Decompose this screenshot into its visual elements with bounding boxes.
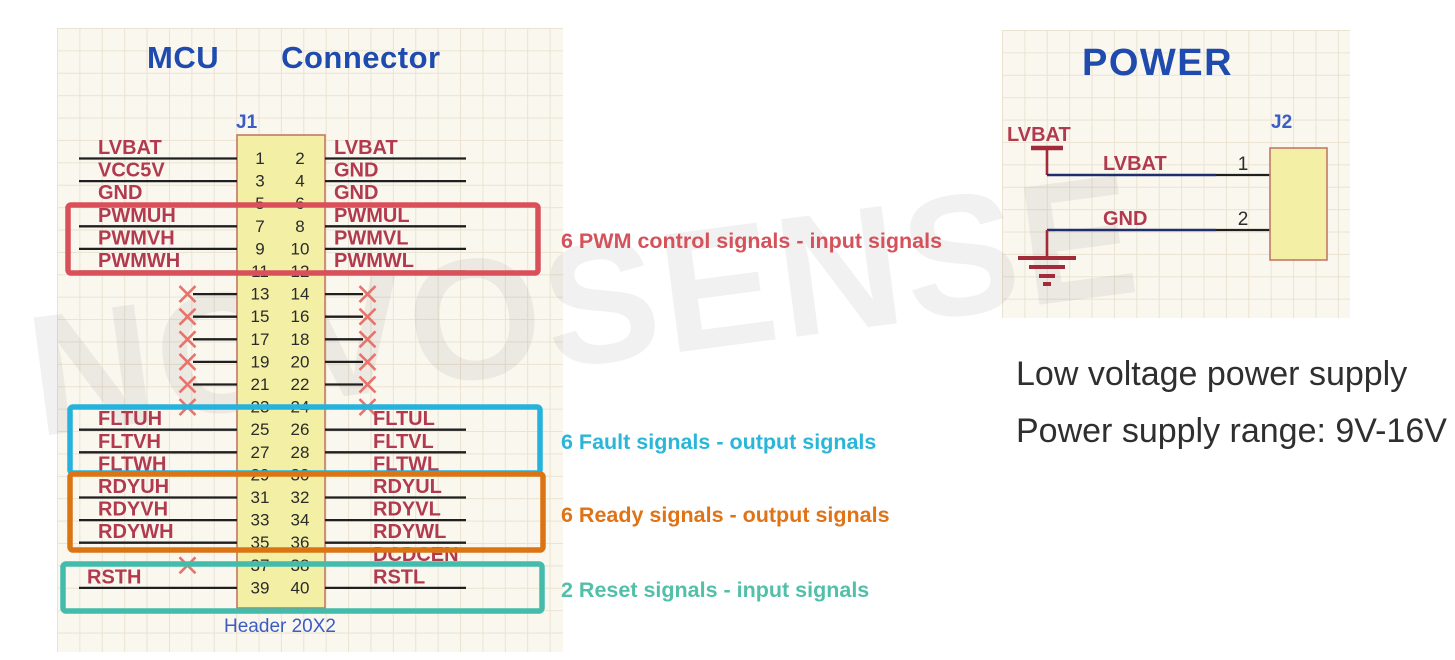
- annotation-ready-signals: 6 Ready signals - output signals: [561, 503, 890, 527]
- annotation-reset-signals: 2 Reset signals - input signals: [561, 578, 870, 602]
- group-box-ready: [67, 471, 546, 553]
- net-label: GND: [334, 182, 378, 204]
- pin-number: 27: [251, 443, 270, 462]
- pin-number: 26: [291, 420, 310, 439]
- nc-x-icon: [178, 330, 197, 349]
- note-low-voltage: Low voltage power supply: [1016, 355, 1408, 393]
- power-title: POWER: [1082, 42, 1234, 84]
- j1-connector-body: [236, 134, 326, 609]
- net-label: VCC5V: [98, 160, 165, 182]
- j1-refdes: J1: [236, 112, 258, 133]
- annotation-pwm-signals: 6 PWM control signals - input signals: [561, 229, 943, 253]
- pin-number: 20: [291, 352, 310, 371]
- net-label: FLTUH: [98, 408, 162, 430]
- pin-number: 34: [291, 511, 310, 530]
- annotation-fault-signals: 6 Fault signals - output signals: [561, 430, 877, 454]
- pin-number: 33: [251, 511, 270, 530]
- net-label: RSTL: [373, 566, 425, 588]
- nc-x-icon: [358, 285, 377, 304]
- pin-number: 22: [291, 375, 310, 394]
- net-label: FLTUL: [373, 408, 435, 430]
- net-label: LVBAT: [98, 137, 162, 159]
- net-label: PWMUH: [98, 205, 176, 227]
- net-label: LVBAT: [334, 137, 398, 159]
- nc-x-icon: [178, 375, 197, 394]
- nc-x-icon: [178, 285, 197, 304]
- net-label: RDYVL: [373, 499, 441, 521]
- net-label: FLTWH: [98, 453, 167, 475]
- mcu-title-word2: Connector: [281, 40, 441, 75]
- pin-number: 10: [291, 239, 310, 258]
- group-box-reset: [60, 561, 545, 614]
- net-label: PWMWH: [98, 250, 180, 272]
- note-supply-range: Power supply range: 9V-16V: [1016, 412, 1447, 450]
- pin-number: 3: [255, 172, 264, 191]
- pin-number: 28: [291, 443, 310, 462]
- mcu-title-word1: MCU: [147, 40, 220, 75]
- pin-number: 2: [295, 149, 304, 168]
- net-label: PWMVL: [334, 227, 408, 249]
- pin-number: 25: [251, 420, 270, 439]
- pin-number: 19: [251, 352, 270, 371]
- nc-x-icon: [358, 352, 377, 371]
- pin-number: 39: [251, 578, 270, 597]
- pin-number: 4: [295, 172, 304, 191]
- j2-connector-body: [1269, 147, 1328, 261]
- net-label: RDYUL: [373, 476, 442, 498]
- pin-number: 14: [291, 285, 310, 304]
- pin-number: 17: [251, 330, 270, 349]
- net-label: FLTVL: [373, 431, 434, 453]
- pin-number: 1: [255, 149, 264, 168]
- net-label: FLTWL: [373, 453, 439, 475]
- pin-number: 31: [251, 488, 270, 507]
- j1-footer: Header 20X2: [224, 616, 336, 637]
- pin-number: 15: [251, 307, 270, 326]
- net-label: RDYVH: [98, 499, 168, 521]
- pin-number: 18: [291, 330, 310, 349]
- pin-number: 40: [291, 578, 310, 597]
- pin-number: 21: [251, 375, 270, 394]
- pin-number: 2: [1238, 209, 1249, 230]
- pin-number: 8: [295, 217, 304, 236]
- j2-refdes: J2: [1271, 112, 1292, 133]
- nc-x-icon: [358, 307, 377, 326]
- nc-x-icon: [178, 307, 197, 326]
- net-label: RSTH: [87, 566, 141, 588]
- net-label: GND: [98, 182, 142, 204]
- pin-number: 32: [291, 488, 310, 507]
- net-label: LVBAT: [1103, 153, 1167, 175]
- nc-x-icon: [358, 330, 377, 349]
- nc-x-icon: [358, 375, 377, 394]
- net-label: FLTVH: [98, 431, 161, 453]
- group-box-pwm: [65, 202, 541, 276]
- pin-number: 7: [255, 217, 264, 236]
- net-label: PWMUL: [334, 205, 410, 227]
- net-label: GND: [1103, 208, 1147, 230]
- pin-number: 13: [251, 285, 270, 304]
- power-port-label: LVBAT: [1007, 124, 1071, 146]
- pin-number: 1: [1238, 154, 1249, 175]
- net-label: RDYUH: [98, 476, 169, 498]
- net-label: GND: [334, 160, 378, 182]
- net-label: PWMVH: [98, 227, 175, 249]
- nc-x-icon: [178, 352, 197, 371]
- net-label: RDYWL: [373, 521, 446, 543]
- pin-number: 9: [255, 239, 264, 258]
- net-label: PWMWL: [334, 250, 414, 272]
- power-notes: Low voltage power supply Power supply ra…: [1016, 346, 1447, 460]
- pin-number: 16: [291, 307, 310, 326]
- mcu-connector-title: MCU Connector: [147, 40, 441, 76]
- net-label: RDYWH: [98, 521, 174, 543]
